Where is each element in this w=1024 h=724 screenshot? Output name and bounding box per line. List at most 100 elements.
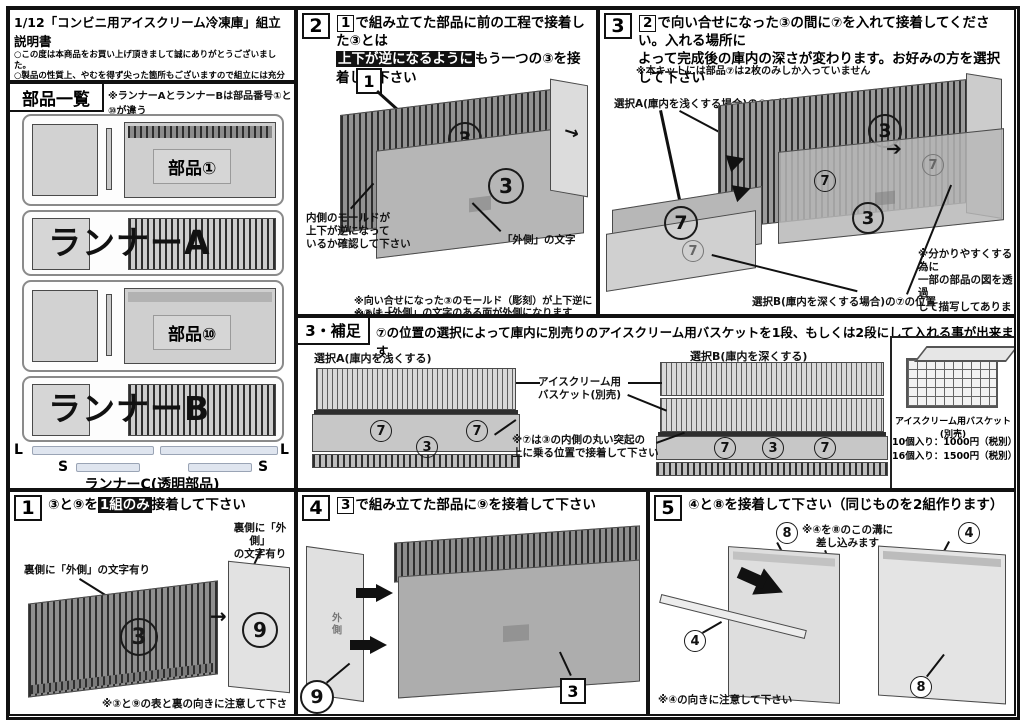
step-2-number: 2: [302, 13, 330, 39]
shelf-position-note: ※⑦は③の内側の丸い突起の 上に乗る位置で接着して下さい: [512, 434, 659, 460]
panel-top-groove: [733, 551, 835, 567]
step-2-inner-mold-label: 内側のモールドが 上下が逆になって いるか確認して下さい: [306, 212, 411, 251]
step-1-label-left: 裏側に「外側」の文字有り: [24, 564, 150, 576]
basket-callout-label: アイスクリーム用 バスケット(別売): [538, 376, 622, 402]
outer-side-engraving: 外側: [329, 611, 341, 637]
part-7-circle: 7: [814, 170, 836, 192]
runner-b-sprue-bottom: [22, 376, 284, 442]
pointer-line: [628, 382, 662, 384]
supplement-section: 3・補足 ⑦の位置の選択によって庫内に別売りのアイスクリーム用バスケットを1段、…: [296, 316, 1016, 490]
header-note-1: ○この度は本商品をお買い上げ頂きまして誠にありがとうございました。: [14, 50, 277, 71]
runner-c-label: ランナーC(透明部品): [84, 477, 220, 490]
runner-b-panel-3: [128, 384, 276, 436]
pointer-line: [711, 254, 858, 293]
step-5-direction-note: ※④の向きに注意して下さい: [658, 694, 793, 706]
step-2-text-pre: で組み立てた部品に前の工程で接着した③とは: [336, 15, 585, 50]
insert-arrow-stem: [356, 588, 376, 598]
step-2-note-2: ※③は「外側」の文字のある面が外側になります: [354, 308, 573, 316]
bar-4-inserted: [883, 550, 1001, 568]
runner-b-panel: [32, 290, 98, 362]
supplement-text: ⑦の位置の選択によって庫内に別売りのアイスクリーム用バスケットを1段、もしくは2…: [376, 325, 1014, 359]
step-1-highlight: 1組のみ: [97, 497, 152, 513]
runner-a-panel: [32, 124, 98, 196]
step-4-number: 4: [302, 495, 330, 521]
step-1-label-right: 裏側に「外側」 の文字有り: [233, 522, 287, 560]
runner-b-panel-2: [32, 384, 90, 436]
runner-a-strip: [106, 128, 112, 190]
part-1-badge: 部品①: [153, 149, 232, 184]
sheet-border: [6, 6, 1020, 720]
shelf-7-edge: [658, 432, 886, 436]
freezer-base-vents: [656, 462, 888, 476]
part-9-circle: 9: [300, 680, 334, 714]
step-2-highlight: 上下が逆になるように: [336, 51, 475, 68]
step-4-text: で組み立てた部品に⑨を接着して下さい: [355, 497, 596, 513]
assembly-3-box-label: 3: [560, 678, 586, 704]
step-5-number: 5: [654, 495, 682, 521]
part-3-circle: 3: [416, 436, 438, 458]
part-8-circle: 8: [910, 676, 932, 698]
basket-inset-caption: アイスクリーム用バスケット(別売): [894, 417, 1011, 440]
runner-a-panel-2: [32, 218, 90, 270]
runner-c-long-bar-2: [160, 446, 278, 455]
select-b-position-label: 選択B(庫内を深くする場合)の⑦の位置: [752, 296, 936, 308]
freezer-base-vents: [312, 454, 520, 468]
step-1-note: ※③と⑨の表と裏の向きに注意して下さい: [102, 698, 288, 714]
header-note-2: ○製品の性質上、やむを得ず尖った箇所もございますので組立には充分お気をつけ下さい…: [14, 71, 285, 82]
insert-arrow-icon: [370, 636, 387, 654]
step-3-kit-note: ※本キットには部品⑦は2枚のみしか入っていません: [636, 66, 871, 77]
assembly-1-box-label: 1: [356, 68, 382, 94]
part-4-circle: 4: [958, 522, 980, 544]
basket-price-10: 10個入り：1000円（税別）: [892, 437, 1016, 448]
part-4-circle: 4: [684, 630, 706, 652]
part-7-circle: 7: [370, 420, 392, 442]
step-4-end-panel-9: 外側: [306, 545, 364, 703]
step-5-panel-8-right: [878, 545, 1006, 705]
mold-stamp: [875, 190, 895, 206]
part-7-circle: 7: [664, 206, 698, 240]
part-3-circle: 3: [762, 437, 784, 459]
transparency-note: ※分かりやすくする為に 一部の部品の図を透過 して描写してあります: [918, 248, 1013, 314]
runner-a-panel-3: [128, 218, 276, 270]
runner-b-top-strip: [128, 292, 272, 302]
runner-a-vent-strip: [128, 126, 272, 138]
wire-basket-image: [906, 346, 1014, 408]
runner-c-s-right: S: [258, 459, 269, 475]
choice-b-label: 選択B(庫内を深くする): [690, 350, 808, 363]
insert-arrow-icon: [376, 584, 393, 602]
insert-arrow-stem: [350, 640, 370, 650]
runner-a-main-panel: 部品①: [124, 122, 276, 198]
step-1-number: 1: [14, 495, 42, 521]
choice-a-label: 選択A(庫内を浅くする): [314, 352, 432, 365]
runner-a-label: ランナーA: [48, 223, 211, 262]
arrow-right-icon: ➔: [886, 138, 902, 160]
step-2-note-1: ※向い合せになった③のモールド（彫刻）が上下逆になります: [354, 296, 593, 314]
runner-b-strip: [106, 294, 112, 356]
pointer-line: [516, 382, 540, 384]
runner-b-main-panel: 部品⑩: [124, 288, 276, 364]
supplement-title: 3・補足: [298, 318, 370, 345]
ref-step-1-box: 1: [337, 15, 355, 32]
pointer-line: [659, 110, 682, 205]
basket-row: [316, 368, 516, 410]
parts-list-section: 部品一覧 ※ランナーAとランナーBは部品番号①と⑩が違う だけで②～⑨は同じ部品…: [8, 82, 296, 490]
step-3-text-1: で向い合せになった③の間に⑦を入れて接着してください。入れる場所に: [638, 15, 990, 50]
runner-c-short-bar-2: [188, 463, 252, 472]
runner-c-l-left: L: [14, 442, 23, 458]
part-3-circle: 3: [852, 202, 884, 234]
doc-title: 1/12「コンビニ用アイスクリーム冷凍庫」組立説明書: [14, 15, 281, 49]
basket-row: [660, 398, 884, 432]
part-3-circle: 3: [120, 618, 158, 656]
step-3-text-2: よって完成後の庫内の深さが変わります。お好みの方を選択して下さい: [638, 51, 1001, 86]
step-5-text: ④と⑧を接着して下さい（同じものを2組作ります）: [688, 497, 1004, 513]
part-7-circle-b: 7: [922, 154, 944, 176]
part-9-circle: 9: [242, 612, 278, 648]
part-7-circle: 7: [466, 420, 488, 442]
part-3-circle: 3: [488, 168, 524, 204]
mold-stamp: [503, 624, 529, 643]
step-4-front-panel: [398, 559, 640, 699]
